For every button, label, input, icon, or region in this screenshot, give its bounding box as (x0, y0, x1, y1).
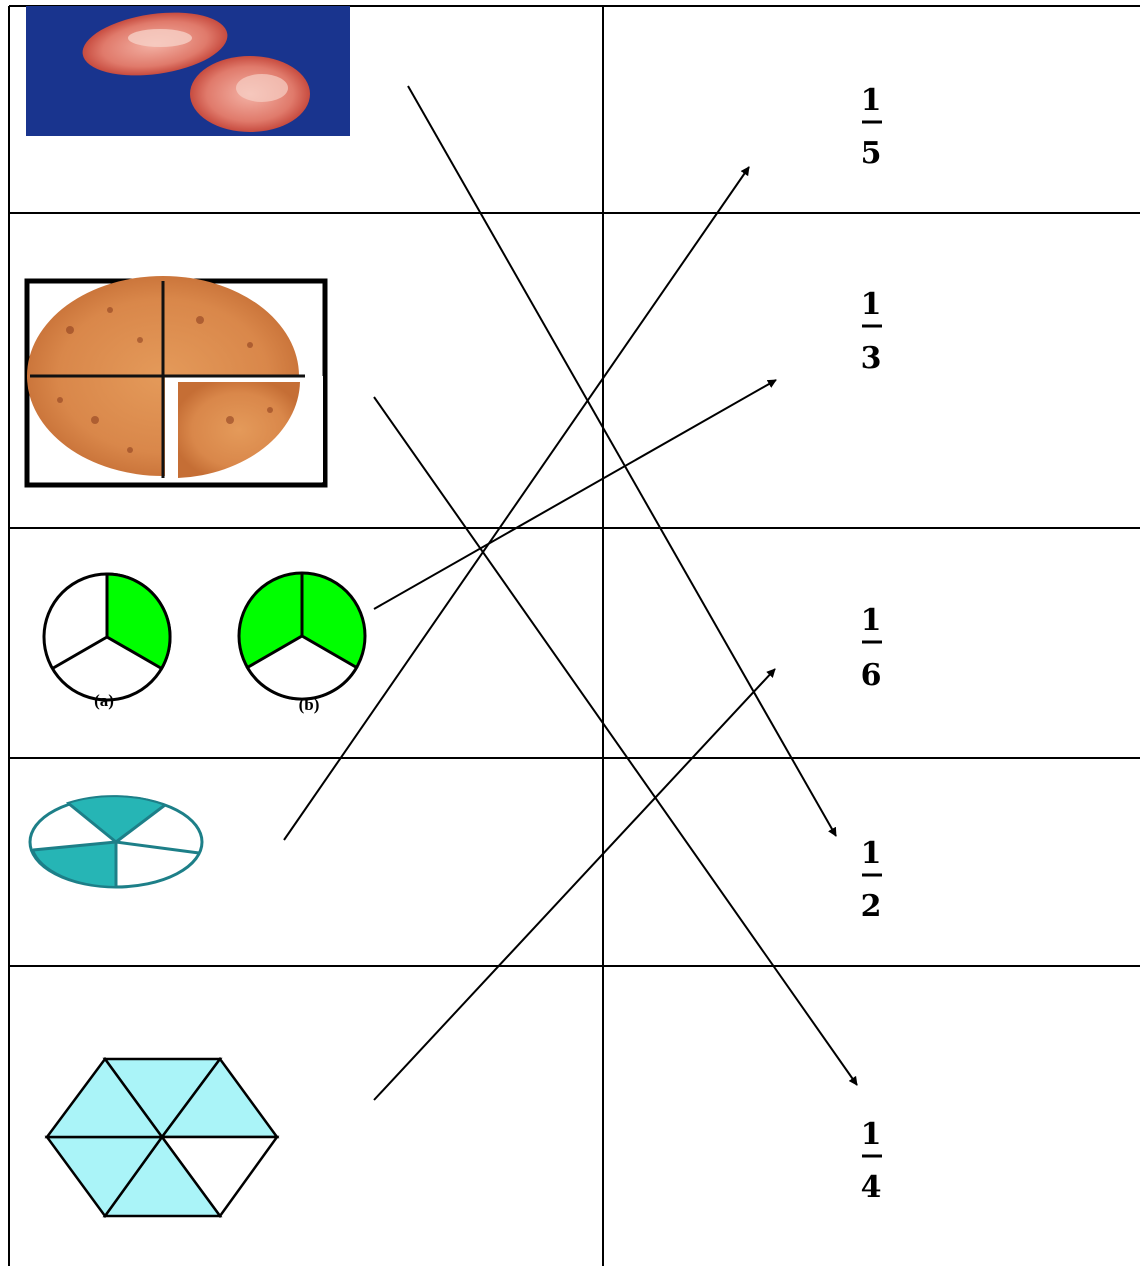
pizza-slice (178, 382, 300, 478)
fraction-numerator: 1 (861, 603, 882, 638)
circle-b-caption: (b) (299, 695, 320, 714)
fraction-denominator: 6 (861, 658, 882, 693)
fraction-one-fifth: 1 5 (861, 83, 882, 171)
circle-a-caption: (a) (94, 691, 114, 710)
arrow-pizza-to-quarter (373, 396, 858, 1086)
fraction-one-sixth: 1 6 (861, 603, 882, 693)
circle-b: (b) (237, 571, 367, 714)
tomato-half-right (190, 56, 310, 132)
fraction-denominator: 2 (861, 889, 882, 924)
circle-b-unshaded-sector (245, 634, 359, 701)
fraction-one-quarter: 1 4 (861, 1117, 882, 1205)
matching-arrows (283, 85, 858, 1101)
fraction-numerator: 1 (861, 1117, 882, 1152)
fraction-denominator: 5 (861, 136, 882, 171)
fraction-numerator: 1 (861, 287, 882, 322)
fraction-numerator: 1 (861, 836, 882, 871)
circle-a-shaded-sector (105, 572, 172, 671)
tomato-half-left (82, 12, 228, 76)
fraction-one-half: 1 2 (861, 836, 882, 924)
hexagon-fraction (44, 1056, 280, 1219)
fraction-one-third: 1 3 (861, 287, 882, 376)
arrow-oval-to-fifth (283, 166, 750, 841)
oval-shaded-top (65, 795, 168, 844)
fraction-numerator: 1 (861, 83, 882, 118)
oval-fraction (28, 795, 204, 889)
table-grid (8, 5, 1140, 1266)
fraction-denominator: 3 (861, 341, 882, 376)
oval-shaded-left (31, 840, 117, 889)
arrow-circle-to-third (373, 379, 777, 610)
arrow-hexagon-to-sixth (373, 668, 776, 1101)
fraction-denominator: 4 (861, 1170, 882, 1205)
arrow-tomato-to-half (407, 85, 837, 837)
pizza-image (24, 276, 328, 488)
circle-a: (a) (42, 572, 172, 710)
tomato-image (26, 6, 350, 136)
